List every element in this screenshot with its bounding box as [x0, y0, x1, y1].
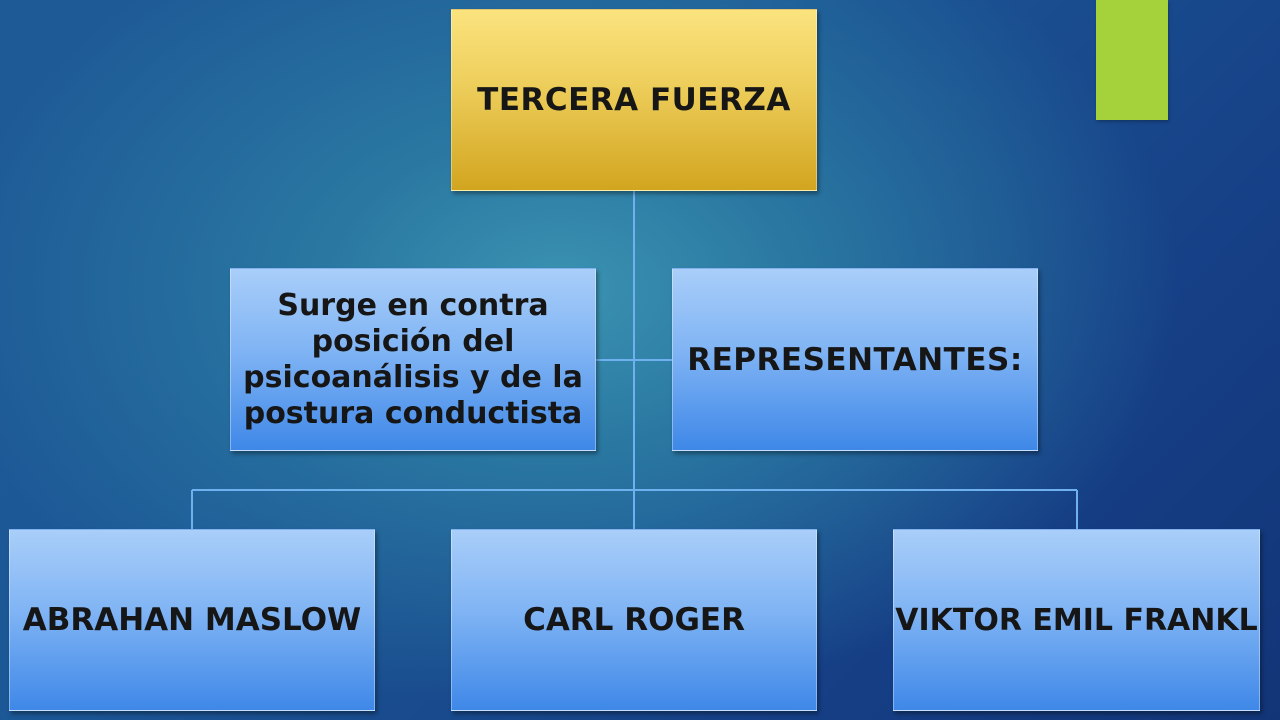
representatives-node-label: REPRESENTANTES:: [687, 341, 1023, 378]
description-node-label: Surge en contra posición del psicoanális…: [243, 287, 583, 431]
child-node-roger: CARL ROGER: [451, 529, 817, 711]
child-node-label: CARL ROGER: [523, 602, 745, 638]
root-node: TERCERA FUERZA: [451, 9, 817, 191]
root-node-label: TERCERA FUERZA: [477, 82, 791, 118]
child-node-maslow: ABRAHAN MASLOW: [9, 529, 375, 711]
child-node-label: VIKTOR EMIL FRANKL: [895, 602, 1258, 638]
child-node-frankl: VIKTOR EMIL FRANKL: [893, 529, 1260, 711]
description-node: Surge en contra posición del psicoanális…: [230, 268, 596, 451]
child-node-label: ABRAHAN MASLOW: [22, 602, 362, 638]
representatives-node: REPRESENTANTES:: [672, 268, 1038, 451]
decorative-accent-bar: [1096, 0, 1168, 120]
